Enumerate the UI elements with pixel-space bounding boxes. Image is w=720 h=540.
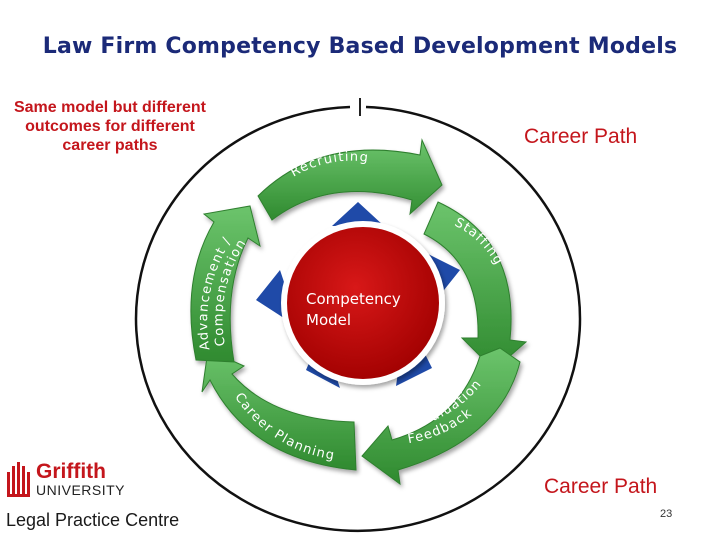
page-title: Law Firm Competency Based Development Mo… — [42, 34, 678, 59]
center-label-line1: Competency — [306, 290, 401, 308]
outer-ellipse — [134, 105, 582, 533]
model-note: Same model but different outcomes for di… — [13, 99, 207, 154]
arrow-advancement — [190, 205, 261, 363]
career-path-label-top: Career Path — [524, 125, 638, 148]
arrow-evaluation — [361, 347, 521, 486]
logo-griffith: Griffith — [36, 460, 106, 483]
center-label-line2: Model — [306, 311, 351, 329]
slide-number: 23 — [660, 508, 673, 520]
griffith-emblem-icon — [7, 462, 30, 497]
arrow-recruiting — [257, 138, 443, 221]
logo-legal-practice-centre: Legal Practice Centre — [6, 510, 180, 530]
logo-university: UNIVERSITY — [36, 482, 126, 498]
arrow-career-planning — [201, 349, 357, 471]
career-path-label-bottom: Career Path — [544, 475, 658, 498]
griffith-logo: Griffith UNIVERSITY Legal Practice Centr… — [6, 460, 206, 536]
